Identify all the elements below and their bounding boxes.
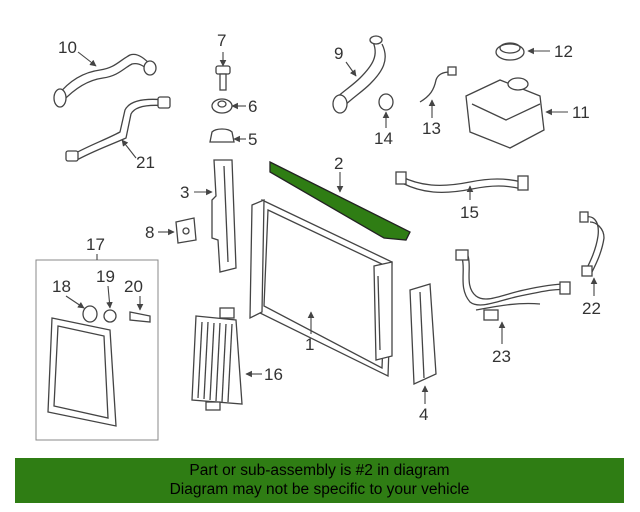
callout-8: 8: [145, 223, 175, 242]
svg-text:10: 10: [58, 38, 77, 57]
svg-text:1: 1: [305, 335, 314, 354]
hose-part-9: [332, 35, 386, 114]
assembly-box-part-17: [35, 259, 159, 441]
banner-line-1: Part or sub-assembly is #2 in diagram: [189, 462, 450, 479]
bracket-part-3: [211, 159, 237, 273]
callout-9: 9: [334, 44, 357, 77]
svg-text:5: 5: [248, 130, 257, 149]
banner-line-2: Diagram may not be specific to your vehi…: [169, 481, 470, 498]
callout-5: 5: [233, 130, 257, 149]
svg-text:20: 20: [124, 277, 143, 296]
reservoir-part-11: [465, 77, 545, 149]
svg-text:12: 12: [554, 42, 573, 61]
parts-diagram: 10 21 7 6 5 3 8 2 1 4 16 17: [35, 31, 605, 441]
svg-text:14: 14: [374, 129, 393, 148]
svg-text:9: 9: [334, 44, 343, 63]
svg-text:17: 17: [86, 235, 105, 254]
svg-text:15: 15: [460, 203, 479, 222]
svg-text:22: 22: [582, 299, 601, 318]
cap-part-12: [495, 42, 525, 61]
hose-part-10: [53, 53, 157, 108]
callout-10: 10: [58, 38, 97, 67]
nut-part-6: [211, 98, 233, 114]
callout-17: 17: [86, 235, 105, 260]
radiator-part-1: [249, 198, 393, 378]
callout-20: 20: [124, 277, 144, 311]
svg-text:4: 4: [419, 405, 428, 424]
bolt-part-7: [215, 65, 231, 91]
seal-part-2: [269, 160, 411, 241]
callout-4: 4: [419, 385, 428, 424]
svg-text:21: 21: [136, 153, 155, 172]
callout-6: 6: [231, 97, 257, 116]
line-part-13: [419, 66, 457, 103]
clip-part-8: [175, 217, 197, 244]
hose-assembly-part-23: [455, 249, 571, 321]
callout-21: 21: [121, 139, 155, 172]
info-banner: Part or sub-assembly is #2 in diagram Di…: [15, 458, 624, 503]
callout-11: 11: [545, 103, 590, 122]
svg-text:3: 3: [180, 183, 189, 202]
callout-15: 15: [460, 185, 479, 222]
callout-12: 12: [527, 42, 573, 61]
svg-text:11: 11: [572, 103, 590, 122]
air-duct-part-4: [409, 283, 437, 385]
pipe-part-15: [395, 171, 529, 193]
aux-radiator-part-16: [191, 307, 243, 411]
svg-text:23: 23: [492, 347, 511, 366]
callout-18: 18: [52, 277, 85, 309]
callout-22: 22: [582, 277, 601, 318]
callout-16: 16: [245, 365, 283, 384]
svg-text:8: 8: [145, 223, 154, 242]
callout-14: 14: [374, 111, 393, 148]
hose-part-22: [579, 211, 605, 277]
callout-7: 7: [217, 31, 226, 67]
callout-19: 19: [96, 267, 115, 309]
callout-13: 13: [422, 99, 441, 138]
callout-1: 1: [305, 311, 314, 354]
hose-part-21: [65, 96, 171, 162]
clamp-part-14: [378, 93, 394, 111]
callout-23: 23: [492, 321, 511, 366]
svg-text:2: 2: [334, 154, 343, 173]
svg-text:16: 16: [264, 365, 283, 384]
svg-text:7: 7: [217, 31, 226, 50]
svg-text:6: 6: [248, 97, 257, 116]
grommet-part-5: [209, 128, 235, 143]
svg-text:18: 18: [52, 277, 71, 296]
callout-2: 2: [334, 154, 343, 193]
callout-3: 3: [180, 183, 213, 202]
svg-text:19: 19: [96, 267, 115, 286]
svg-text:13: 13: [422, 119, 441, 138]
